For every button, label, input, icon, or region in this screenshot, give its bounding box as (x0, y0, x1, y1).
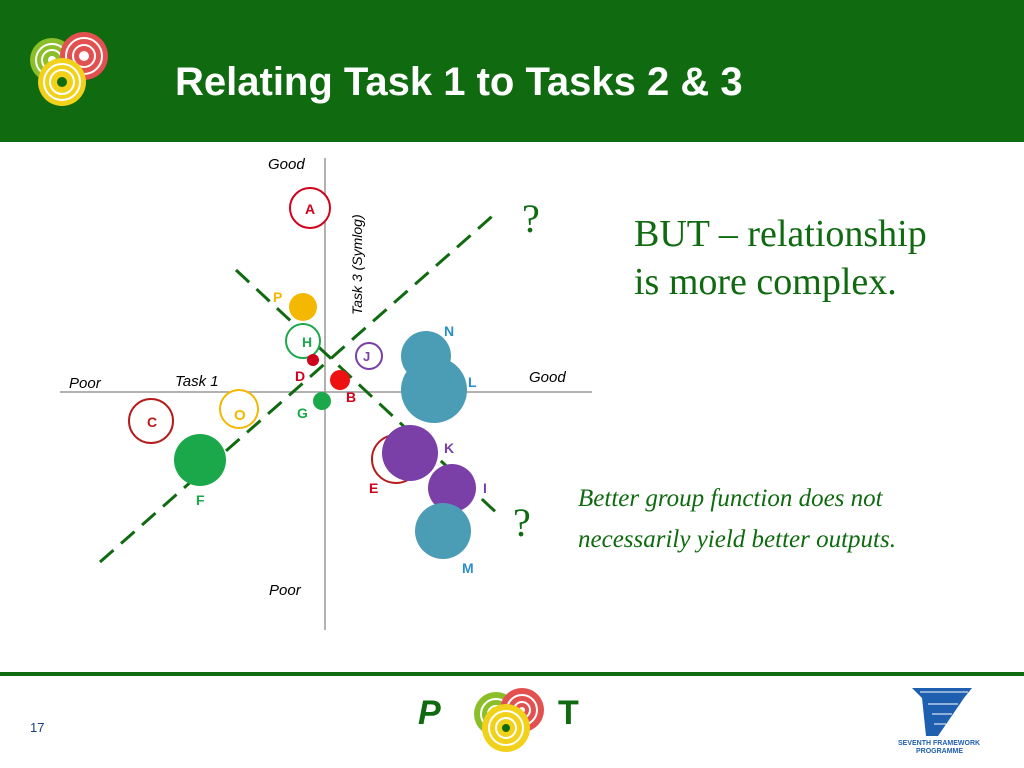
group-b-circle (330, 370, 350, 390)
group-g-label: G (297, 405, 308, 421)
group-l-circle (401, 357, 467, 423)
group-a-circle (289, 187, 331, 229)
logo-letter-p: P (418, 694, 441, 732)
yellow-target-icon (482, 704, 530, 752)
group-g-circle (313, 392, 331, 410)
group-f-circle (174, 434, 226, 486)
group-k-circle (382, 425, 438, 481)
group-d-circle (307, 354, 319, 366)
group-i-circle (428, 464, 476, 512)
header-bar (0, 0, 1024, 142)
group-o-circle (219, 389, 259, 429)
group-c-circle (128, 398, 174, 444)
question-mark-top: ? (522, 196, 540, 241)
group-e-label: E (369, 480, 378, 496)
group-h-label: H (302, 334, 312, 350)
group-d-label: D (295, 368, 305, 384)
target-logo (30, 32, 108, 106)
group-a-label: A (305, 201, 315, 217)
group-f-label: F (196, 492, 205, 508)
group-c-label: C (147, 414, 157, 430)
group-m-circle (415, 503, 471, 559)
group-b-label: B (346, 389, 356, 405)
y-axis-name-label: Task 3 (Symlog) (349, 214, 365, 315)
group-i-label: I (483, 480, 487, 496)
y-axis-top-label: Good (268, 156, 305, 173)
x-axis-right-label: Good (529, 369, 566, 386)
fp7-line1: SEVENTH FRAMEWORK (898, 740, 980, 747)
slide-title: Relating Task 1 to Tasks 2 & 3 (175, 60, 743, 104)
group-p-circle (289, 293, 317, 321)
fp7-line2: PROGRAMME (916, 748, 963, 755)
question-mark-bottom: ? (513, 500, 531, 545)
footer-logo: P T (418, 688, 579, 752)
group-j-label: J (363, 349, 370, 364)
x-axis-name-label: Task 1 (175, 373, 219, 390)
x-axis-left-label: Poor (69, 375, 102, 392)
group-j-circle (355, 342, 383, 370)
group-o-label: O (234, 407, 246, 424)
group-k-label: K (444, 440, 454, 456)
fp7-logo: SEVENTH FRAMEWORK PROGRAMME (898, 688, 980, 755)
yellow-target-icon (38, 58, 86, 106)
logo-letter-t: T (558, 694, 579, 732)
footer-divider (0, 672, 1024, 676)
seven-framework-icon (912, 688, 972, 736)
group-n-label: N (444, 323, 454, 339)
group-l-label: L (468, 374, 477, 390)
group-m-label: M (462, 560, 474, 576)
page-number: 17 (30, 720, 45, 735)
main-note: BUT – relationship is more complex. (634, 213, 927, 303)
falling-dashed-line (234, 268, 502, 518)
group-p-label: P (273, 289, 282, 305)
rising-dashed-line (99, 210, 498, 564)
sub-note: Better group function does not necessari… (578, 485, 896, 553)
y-axis-bottom-label: Poor (269, 582, 302, 599)
quadrant-diagram: Good Poor Poor Good Task 1 Task 3 (Symlo… (60, 156, 592, 630)
group-h-circle (285, 323, 321, 359)
